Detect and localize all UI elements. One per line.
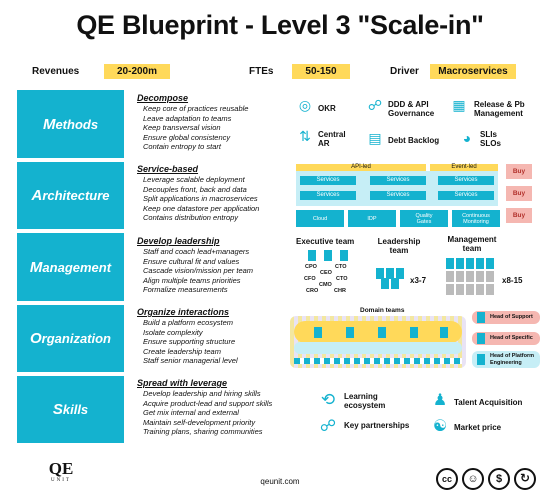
chr-label: CHR — [334, 288, 346, 294]
release-icon: ▦ — [452, 97, 466, 113]
nc-icon: $ — [488, 468, 510, 490]
service-box: Services — [300, 176, 356, 185]
key-partnerships-label: Key partnerships — [344, 421, 410, 430]
qe-unit-logo: QE UNIT — [48, 459, 74, 484]
buy-badge: Buy — [506, 186, 532, 201]
executive-team-label: Executive team — [296, 237, 355, 246]
domain-teams-area — [290, 316, 466, 368]
person-icon — [340, 250, 348, 261]
gauge-icon: ◕ — [462, 130, 472, 146]
market-price-label: Market price — [454, 423, 502, 432]
management-multiplier: x8-15 — [502, 276, 523, 285]
learning-icon: ⟲ — [320, 390, 336, 409]
person-icon — [308, 250, 316, 261]
talent-acquisition-label: Talent Acquisition — [454, 398, 523, 407]
buy-badge: Buy — [506, 208, 532, 223]
leadership-multiplier: x3-7 — [410, 276, 427, 285]
ftes-label: FTEs — [249, 66, 274, 77]
methods-description: Decompose Keep core of practices reusabl… — [137, 93, 249, 152]
domain-teams-label: Domain teams — [360, 307, 405, 314]
cpo-label: CPO — [305, 264, 317, 270]
enabling-band — [294, 342, 462, 354]
management-team-diagram — [446, 258, 498, 298]
person-icon — [477, 354, 485, 365]
head-of-support-box: Head of Support — [472, 311, 540, 324]
arrows-icon: ⇅ — [299, 128, 311, 144]
service-box: Services — [300, 191, 356, 200]
service-box: Services — [438, 191, 494, 200]
cfo-label: CFO — [304, 276, 316, 282]
debt-backlog-label: Debt Backlog — [388, 136, 440, 145]
api-led-bar: API-led — [296, 164, 426, 171]
idp-box: IDP — [348, 210, 396, 227]
leadership-team-diagram — [376, 268, 406, 290]
service-box: Services — [370, 191, 426, 200]
service-box: Services — [438, 176, 494, 185]
service-box: Services — [370, 176, 426, 185]
person-icon — [381, 278, 389, 289]
handshake-icon: ☍ — [319, 418, 337, 435]
revenues-label: Revenues — [32, 66, 80, 77]
talent-icon: ♟ — [432, 392, 448, 409]
person-icon — [378, 327, 386, 338]
head-of-platform-box: Head of Platform Engineering — [472, 351, 540, 368]
driver-label: Driver — [390, 66, 419, 77]
network-icon: ☍ — [367, 97, 383, 113]
coo-label: CTO — [336, 276, 348, 282]
person-icon — [440, 327, 448, 338]
person-icon — [477, 312, 485, 323]
executive-team-diagram: CPO CTO CEO CFO CTO CMO CRO CHR — [296, 250, 360, 302]
cloud-box: Cloud — [296, 210, 344, 227]
footer-url[interactable]: qeunit.com — [260, 477, 300, 486]
driver-value: Macroservices — [430, 64, 516, 79]
management-description: Develop leadership Staff and coach lead+… — [137, 236, 254, 295]
person-icon — [396, 268, 404, 279]
target-icon: ◎ — [298, 97, 312, 113]
person-icon — [376, 268, 384, 279]
backlog-icon: ▤ — [368, 130, 382, 146]
ceo-label: CEO — [320, 270, 332, 276]
organization-description: Organize interactions Build a platform e… — [137, 307, 238, 366]
cc-icon: cc — [436, 468, 458, 490]
person-icon — [346, 327, 354, 338]
revenues-value: 20-200m — [104, 64, 170, 79]
page-title: QE Blueprint - Level 3 "Scale-in" — [76, 10, 484, 40]
skills-description: Spread with leverage Develop leadership … — [137, 378, 273, 437]
architecture-description: Service-based Leverage scalable deployme… — [137, 164, 260, 223]
head-of-specific-box: Head of Specific — [472, 332, 540, 345]
creative-commons-license: cc ☺ $ ↻ — [436, 468, 536, 490]
platform-band — [294, 358, 462, 364]
person-icon — [410, 327, 418, 338]
person-icon — [477, 333, 485, 344]
cto-label: CTO — [335, 264, 347, 270]
person-icon — [386, 268, 394, 279]
by-icon: ☺ — [462, 468, 484, 490]
person-icon — [314, 327, 322, 338]
sa-icon: ↻ — [514, 468, 536, 490]
person-icon — [324, 250, 332, 261]
event-led-bar: Event-led — [430, 164, 498, 171]
okr-label: OKR — [318, 104, 336, 113]
coins-icon: ☯ — [432, 418, 448, 435]
buy-badge: Buy — [506, 164, 532, 179]
person-icon — [391, 278, 399, 289]
ftes-value: 50-150 — [292, 64, 350, 79]
cmo-label: CMO — [319, 282, 332, 288]
cro-label: CRO — [306, 288, 319, 294]
